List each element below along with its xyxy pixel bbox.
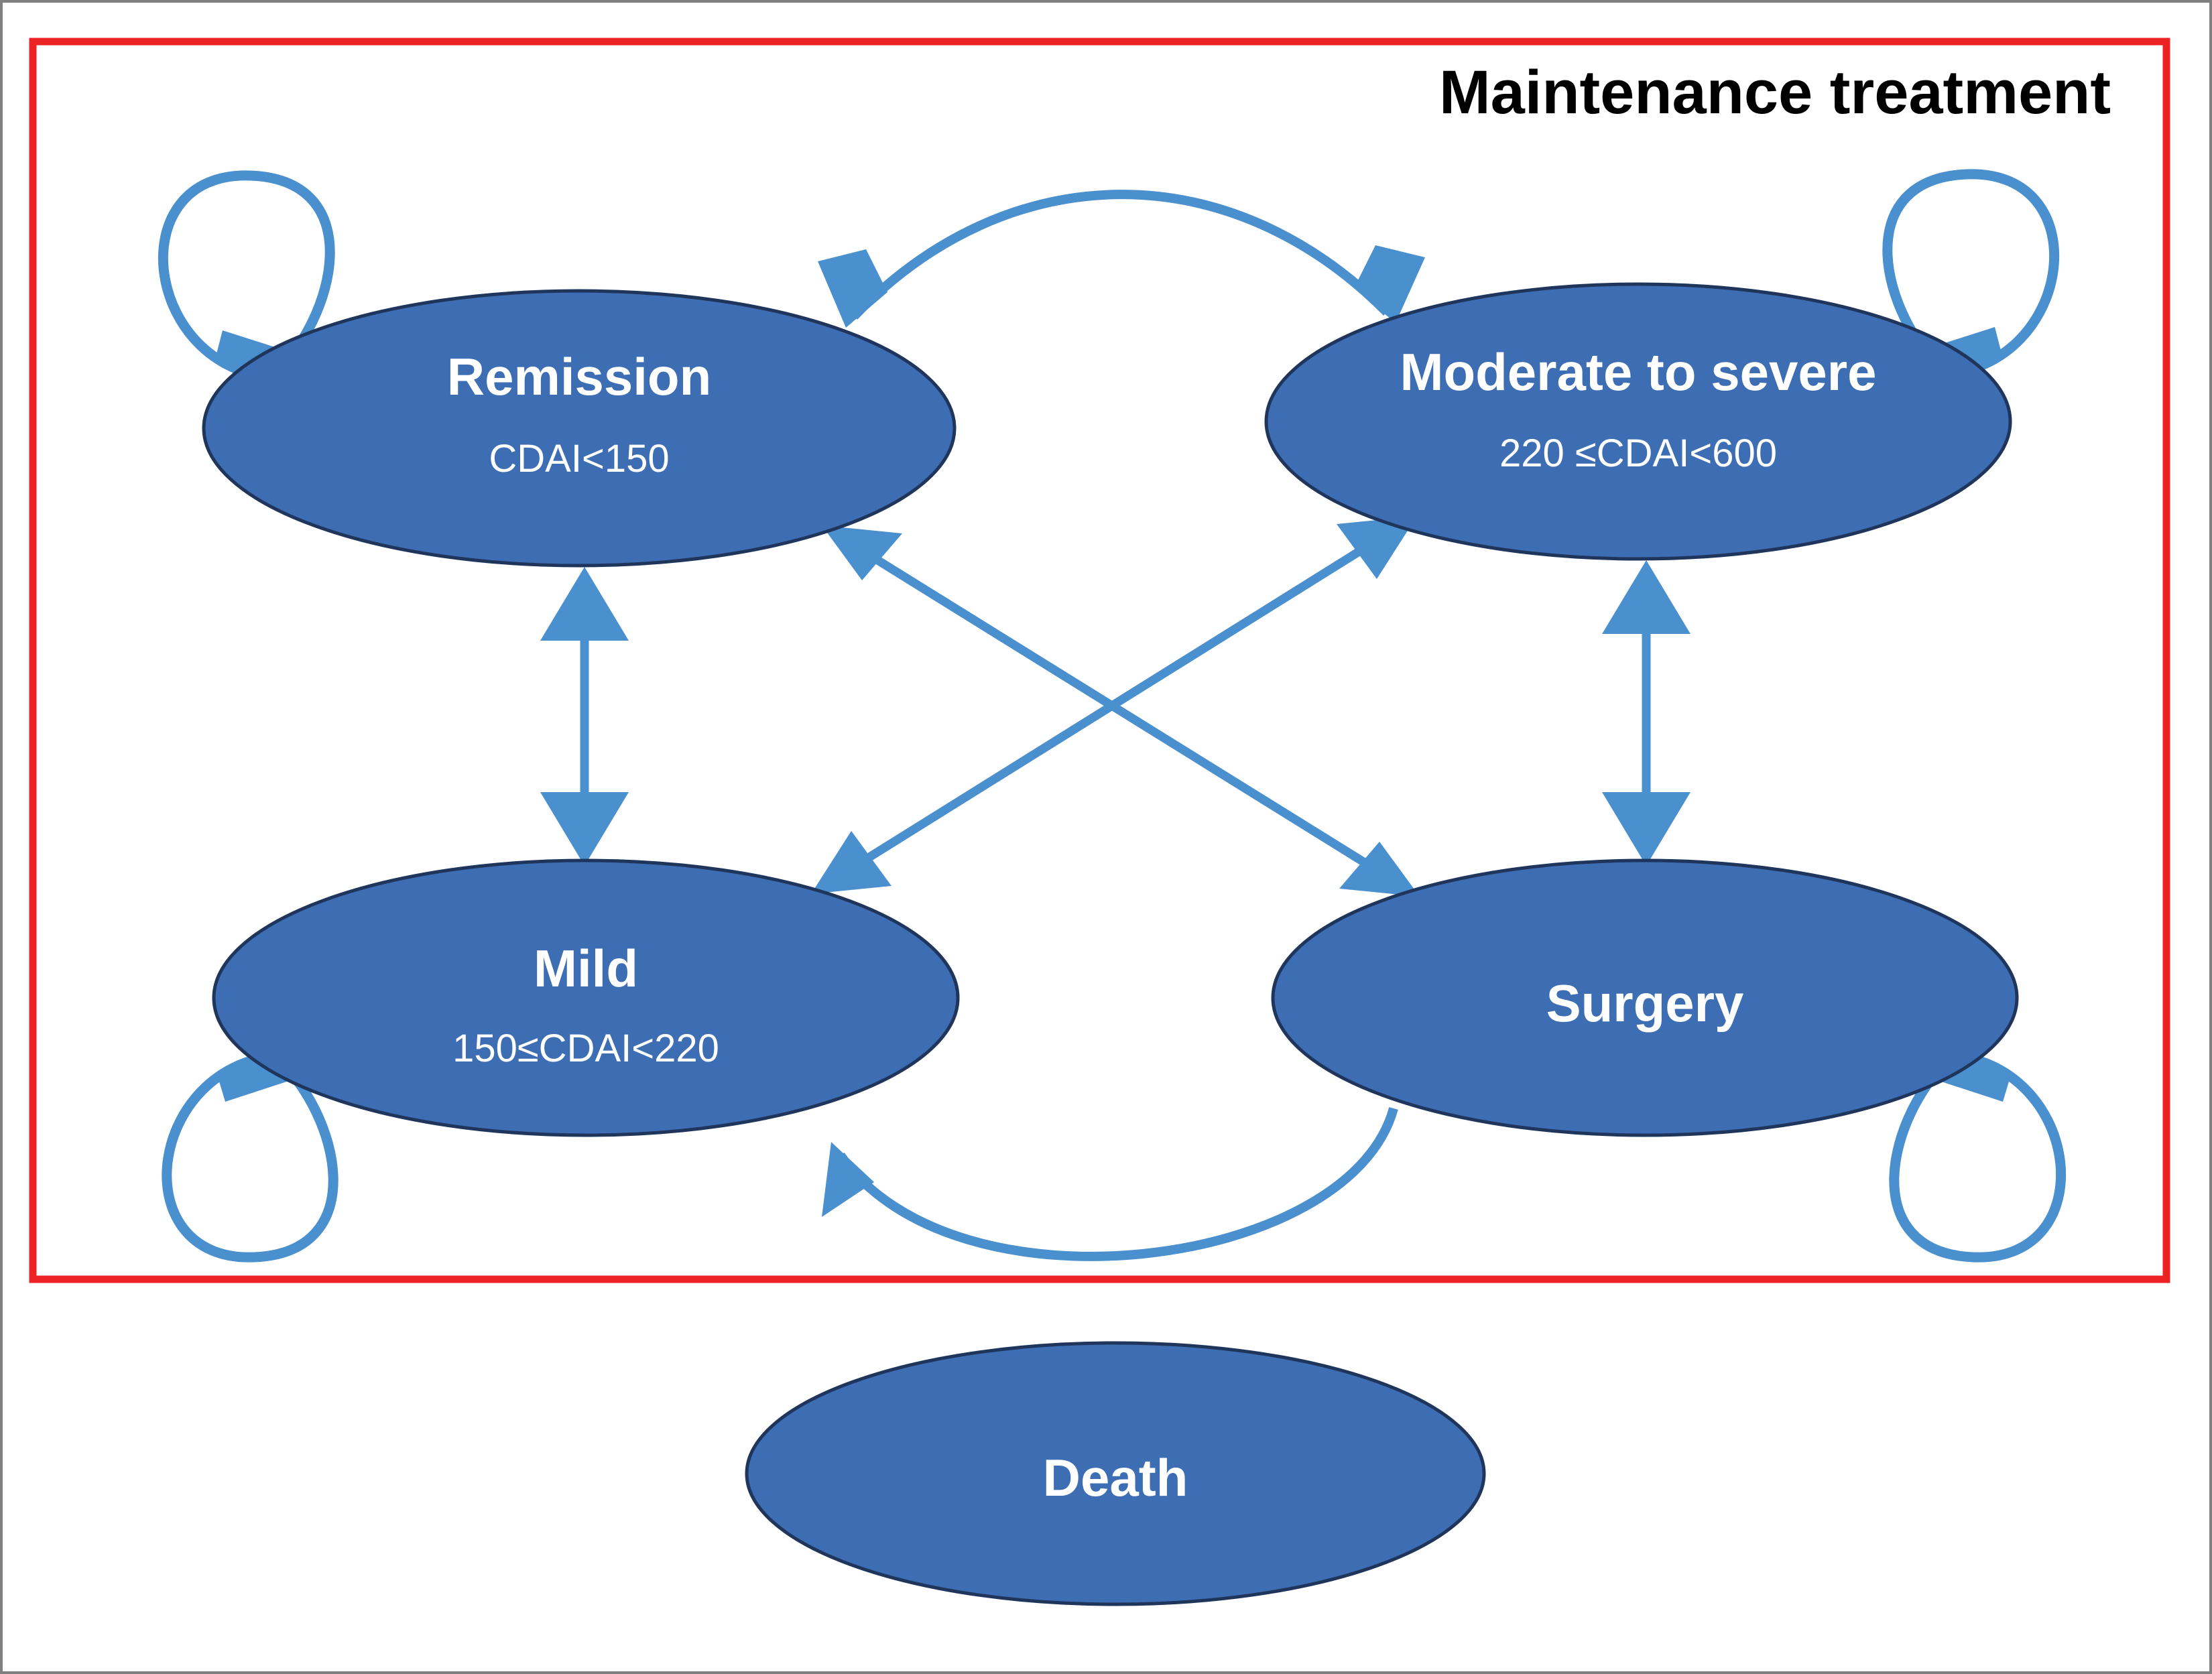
arrowhead-up-to-moderate <box>1602 560 1691 634</box>
arrowhead-arc-to-remission <box>818 249 887 328</box>
node-remission-ellipse[interactable] <box>202 289 957 568</box>
node-death[interactable]: Death <box>745 1341 1486 1606</box>
arrowhead-to-remission-diagonal <box>822 525 902 580</box>
node-death-ellipse[interactable] <box>745 1341 1486 1606</box>
node-moderate-to-severe[interactable]: Moderate to severe 220 ≤CDAI<600 <box>1264 282 2012 561</box>
edge-remission-surgery-diagonal <box>822 525 1420 897</box>
node-remission[interactable]: Remission CDAI<150 <box>202 289 957 568</box>
node-surgery[interactable]: Surgery <box>1271 858 2019 1137</box>
edge-surgery-mild-arc <box>822 1107 1398 1261</box>
node-moderate-to-severe-subtitle: 220 ≤CDAI<600 <box>1499 432 1777 475</box>
arrowhead-down-to-surgery <box>1602 792 1691 866</box>
maintenance-treatment-box <box>29 38 2170 1283</box>
node-moderate-to-severe-title: Moderate to severe <box>1400 342 1877 401</box>
node-mild-subtitle: 150≤CDAI<220 <box>452 1027 719 1070</box>
node-moderate-to-severe-ellipse[interactable] <box>1264 282 2012 561</box>
arrowhead-to-mild-diagonal <box>811 831 892 894</box>
edge-moderate-surgery-arrow <box>1602 560 1691 866</box>
arrowhead-to-moderate-diagonal <box>1337 516 1417 579</box>
edge-remission-mild-arrow <box>540 567 629 866</box>
arrowhead-up-to-remission <box>540 567 629 641</box>
maintenance-treatment-label: Maintenance treatment <box>1439 58 2111 127</box>
node-surgery-ellipse[interactable] <box>1271 858 2019 1137</box>
arrowhead-to-surgery-diagonal <box>1339 842 1420 897</box>
node-surgery-title: Surgery <box>1546 974 1744 1033</box>
edge-remission-moderate-arc <box>818 190 1425 328</box>
node-mild[interactable]: Mild 150≤CDAI<220 <box>212 858 960 1137</box>
node-remission-title: Remission <box>447 347 711 406</box>
arrowhead-arc-to-mild <box>822 1142 874 1217</box>
node-death-title: Death <box>1043 1448 1188 1507</box>
node-remission-subtitle: CDAI<150 <box>489 437 669 480</box>
node-mild-ellipse[interactable] <box>212 858 960 1137</box>
arrowhead-arc-to-moderate <box>1354 245 1425 323</box>
node-mild-title: Mild <box>534 939 638 998</box>
arrowhead-down-to-mild <box>540 792 629 866</box>
state-transition-diagram: Maintenance treatment <box>29 38 2170 1606</box>
